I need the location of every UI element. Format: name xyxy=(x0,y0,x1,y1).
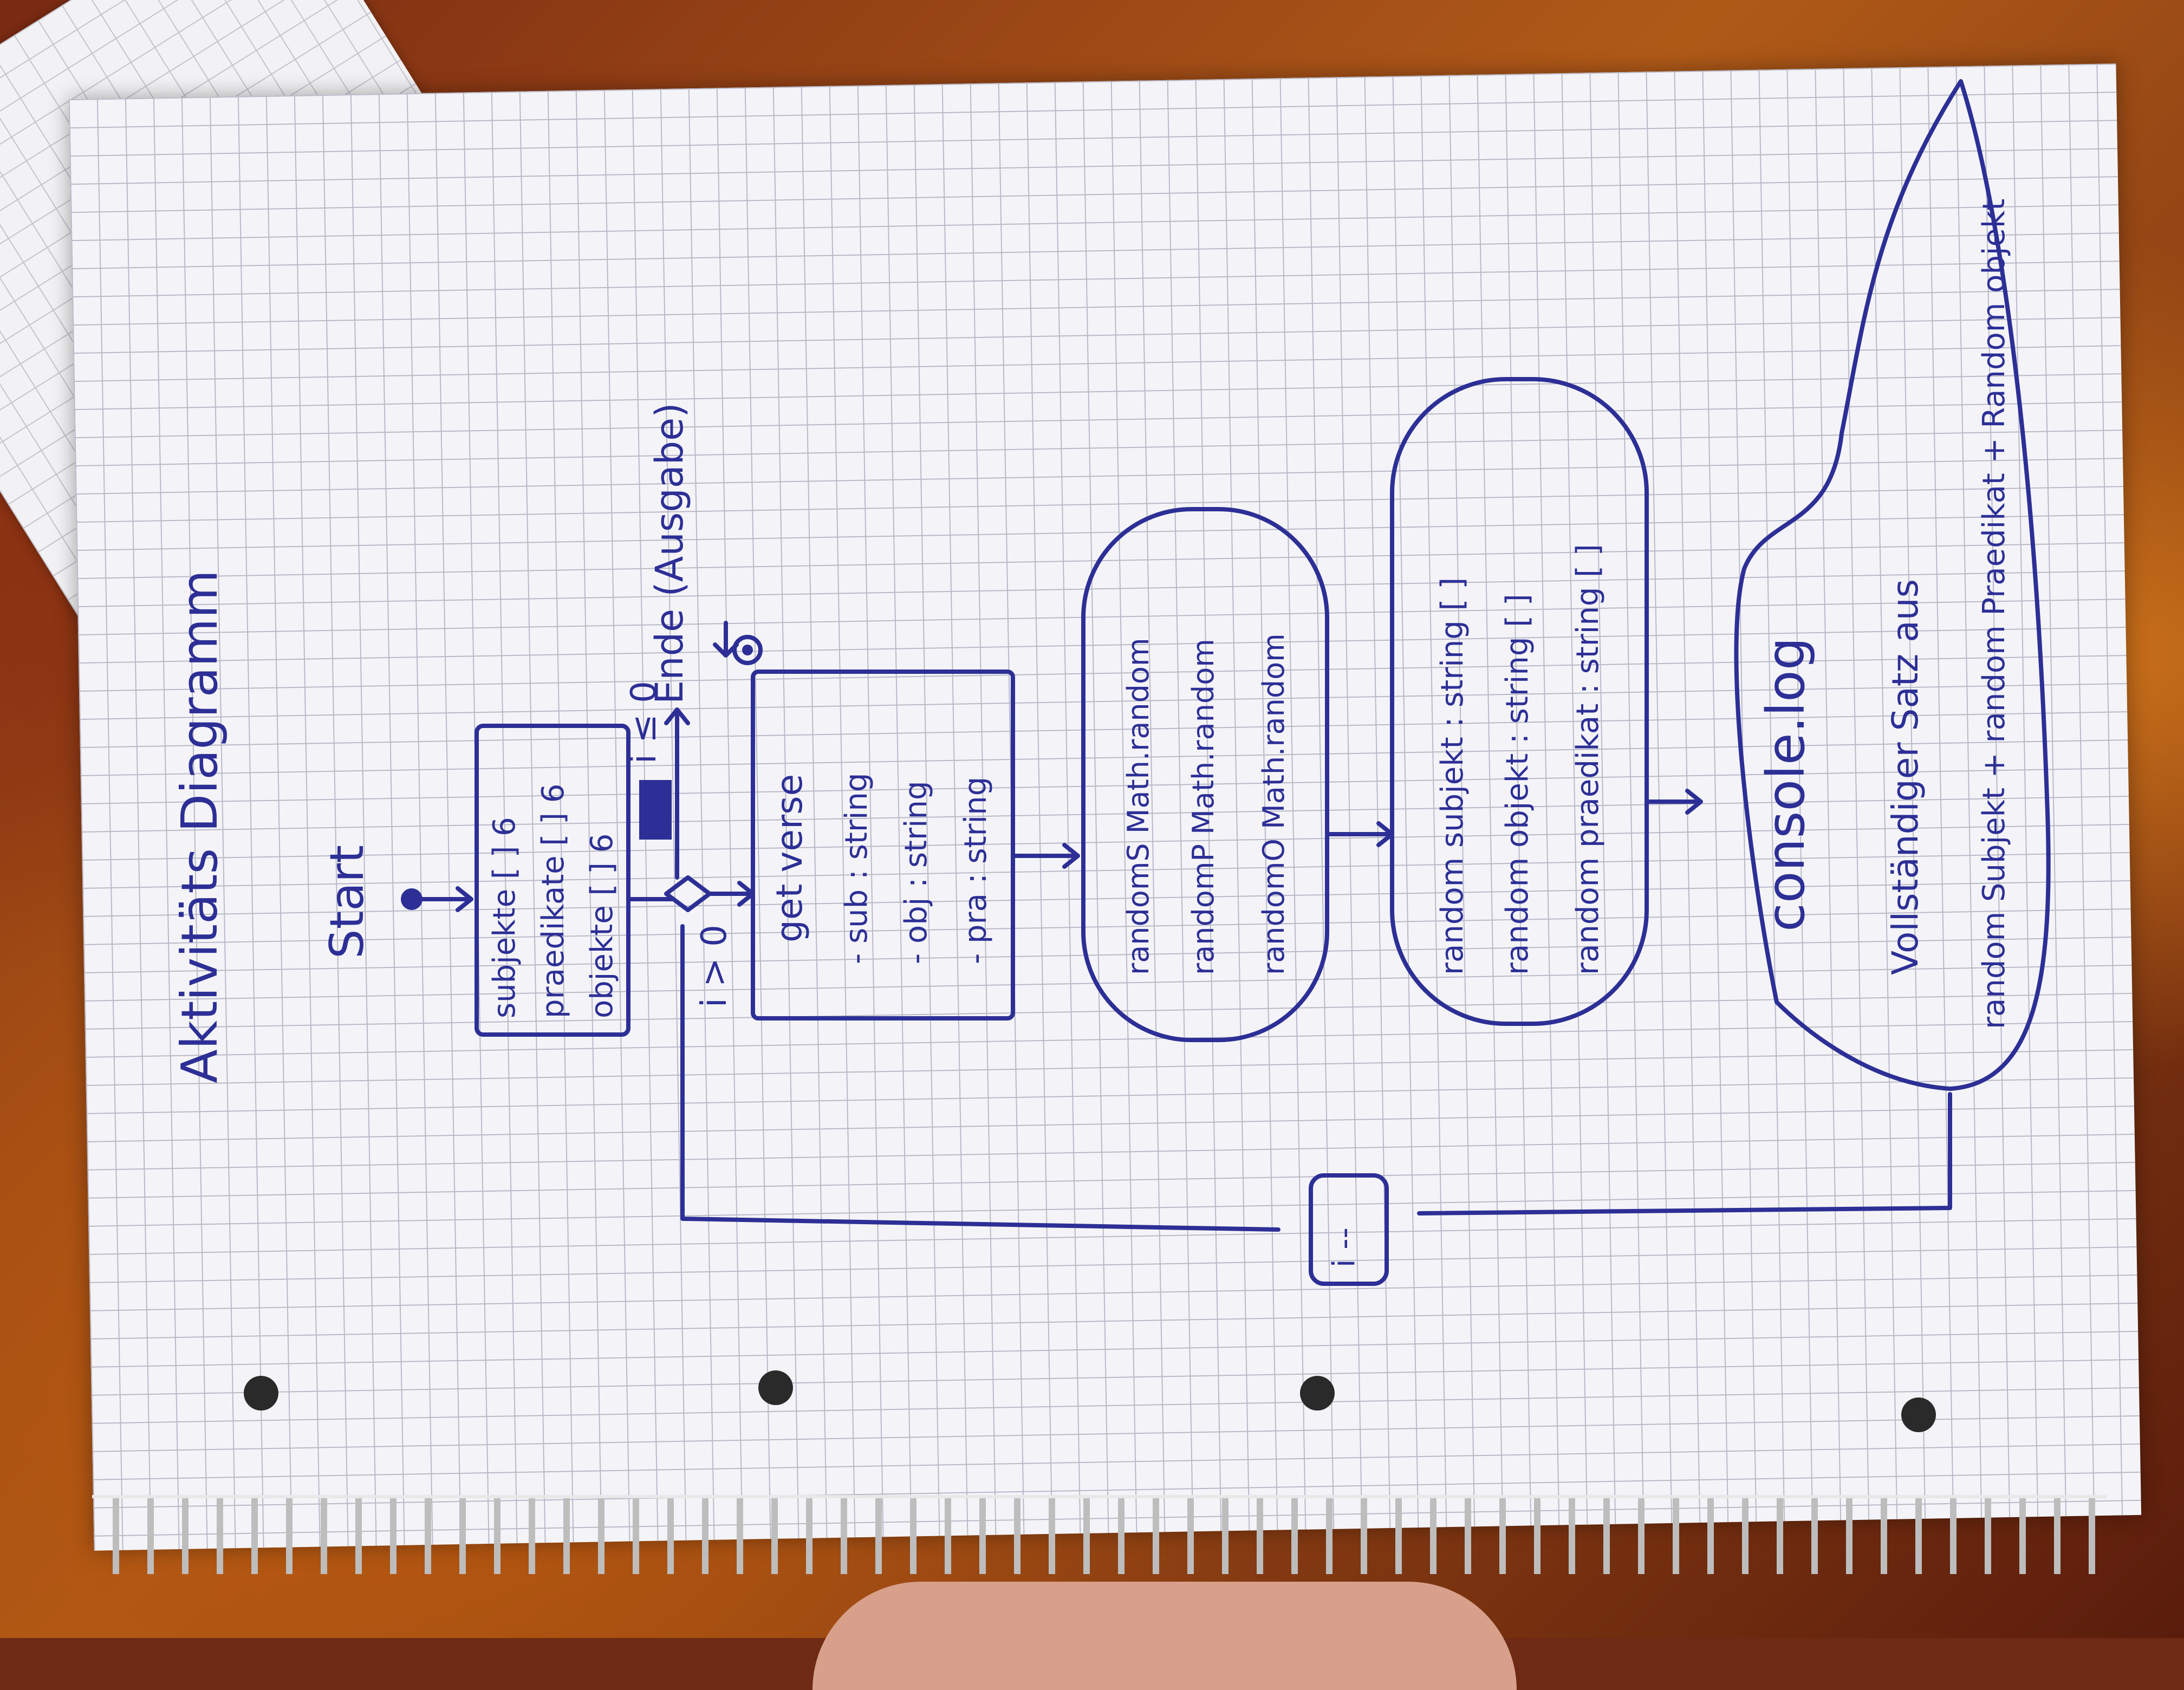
loop-line-left xyxy=(680,924,1280,1232)
console-line: random Subjekt + random Praedikat + Rand… xyxy=(1977,199,2012,1029)
arrays-line-objekte: objekte [ ] 6 xyxy=(584,834,620,1018)
arrow-to-end xyxy=(664,707,690,880)
random-line: randomP Math.random xyxy=(1186,639,1220,975)
guard-end-label: i ≤ 0 xyxy=(624,681,664,764)
spiral-binding xyxy=(92,1495,2107,1574)
diagram-title: Aktivitäts Diagramm xyxy=(171,570,229,1083)
decrement-label: i -- xyxy=(1327,1227,1362,1268)
arrow-to-random xyxy=(1011,843,1080,869)
scribble xyxy=(639,780,672,840)
start-arrow xyxy=(420,886,473,912)
random-line: randomS Math.random xyxy=(1121,638,1155,975)
random-box xyxy=(1081,507,1329,1042)
random-select-line: random objekt : string [ ] xyxy=(1500,594,1535,975)
punch-hole xyxy=(758,1370,793,1405)
random-select-line: random subjekt : string [ ] xyxy=(1435,577,1470,975)
random-line: randomO Math.random xyxy=(1257,633,1291,975)
punch-hole xyxy=(244,1376,278,1410)
arrays-box xyxy=(474,724,630,1037)
start-label: Start xyxy=(320,845,374,959)
end-label: Ende (Ausgabe) xyxy=(647,402,692,704)
start-node xyxy=(401,888,422,910)
console-box xyxy=(1734,79,2051,1091)
punch-hole xyxy=(1901,1398,1936,1432)
arrow-to-get-verse xyxy=(707,881,755,907)
punch-hole xyxy=(1300,1376,1335,1410)
random-select-box xyxy=(1390,377,1649,1026)
console-line: Vollständiger Satz aus xyxy=(1884,579,1926,975)
guard-continue-label: i > 0 xyxy=(694,925,734,1007)
console-title: console.log xyxy=(1756,637,1816,932)
random-select-line: random praedikat : string [ ] xyxy=(1570,544,1606,975)
arrow-to-console xyxy=(1644,789,1703,815)
loop-line-right xyxy=(1417,1092,1952,1216)
arrays-line-praedikate: praedikate [ ] 6 xyxy=(536,784,571,1018)
end-node-core xyxy=(742,645,753,655)
get-verse-box xyxy=(751,670,1015,1020)
get-verse-title: get verse xyxy=(769,774,810,942)
end-node xyxy=(732,635,763,665)
decrement-box xyxy=(1309,1173,1389,1286)
get-verse-line: - pra : string xyxy=(958,777,993,964)
get-verse-line: - obj : string xyxy=(899,781,934,964)
arrays-line-subjekte: subjekte [ ] 6 xyxy=(487,817,522,1018)
activity-diagram: Aktivitäts Diagramm Start subjekte [ ] 6… xyxy=(171,79,2051,1286)
decision-node xyxy=(664,875,712,912)
get-verse-line: - sub : string xyxy=(839,773,874,964)
arrow-to-random-select xyxy=(1325,821,1394,847)
